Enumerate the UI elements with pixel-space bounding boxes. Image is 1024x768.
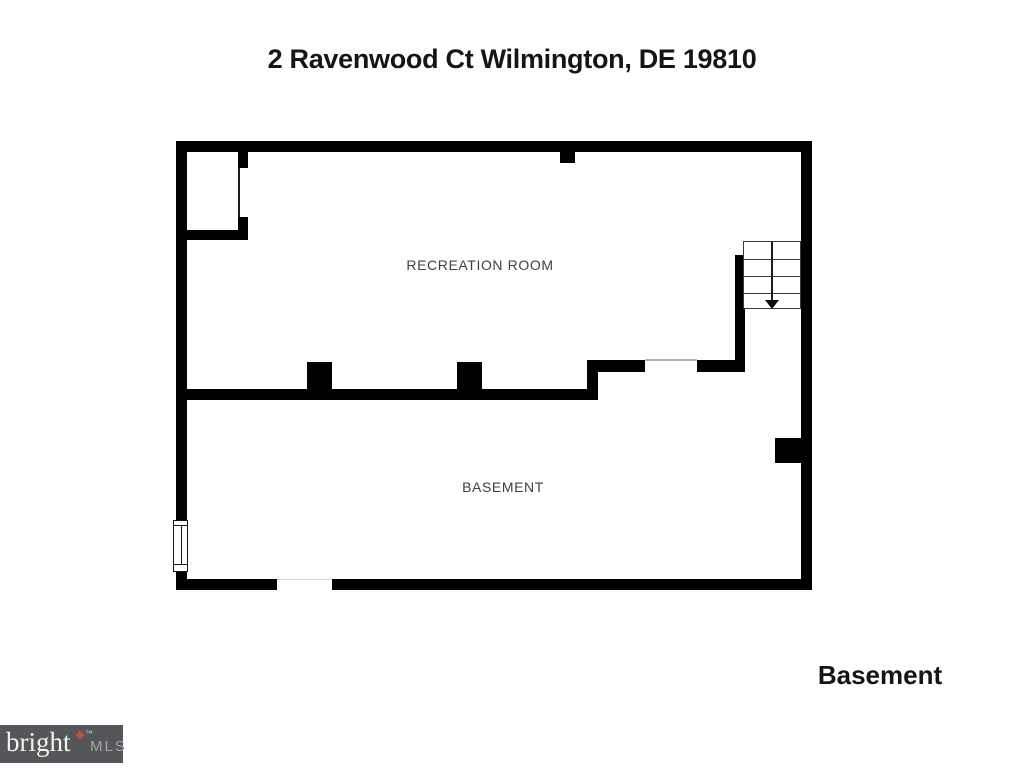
wall-segment [697,360,745,372]
room-label-recreation-room: RECREATION ROOM [406,257,554,273]
logo-mls-text: MLS [90,738,127,755]
wall-segment [332,579,812,590]
stairs-down-arrowhead-icon [765,300,779,309]
door-opening-line [645,359,697,361]
wall-segment [238,152,248,168]
floorplan-drawing: RECREATION ROOM BASEMENT [173,141,812,590]
logo-flame-dot-icon [75,730,85,740]
bright-mls-logo: bright ™ MLS [0,725,125,763]
wall-segment [176,141,812,152]
logo-trademark: ™ [85,729,93,738]
stairs-down-arrow-icon [771,242,773,302]
wall-segment [176,579,277,590]
wall-segment [187,230,248,240]
window-symbol [173,520,188,572]
door-opening-line [277,579,332,580]
support-post [307,362,332,389]
wall-segment [801,141,812,590]
support-post [457,362,482,389]
closet-door-line [238,168,240,217]
wall-segment [176,141,187,520]
page-title: 2 Ravenwood Ct Wilmington, DE 19810 [267,44,757,74]
window-pane-line [180,526,182,564]
room-label-basement: BASEMENT [462,479,544,495]
staircase [743,241,801,309]
wall-segment [238,217,248,240]
window-frame-line [174,525,187,526]
floor-name-label: Basement [817,660,943,690]
window-frame-line [174,564,187,565]
wall-segment [560,152,575,163]
logo-brand-text: bright [6,727,71,757]
wall-segment [176,572,187,590]
wall-segment [775,438,801,463]
wall-segment [735,255,745,372]
wall-segment [598,360,645,372]
wall-segment [587,360,598,400]
wall-segment [187,389,598,400]
